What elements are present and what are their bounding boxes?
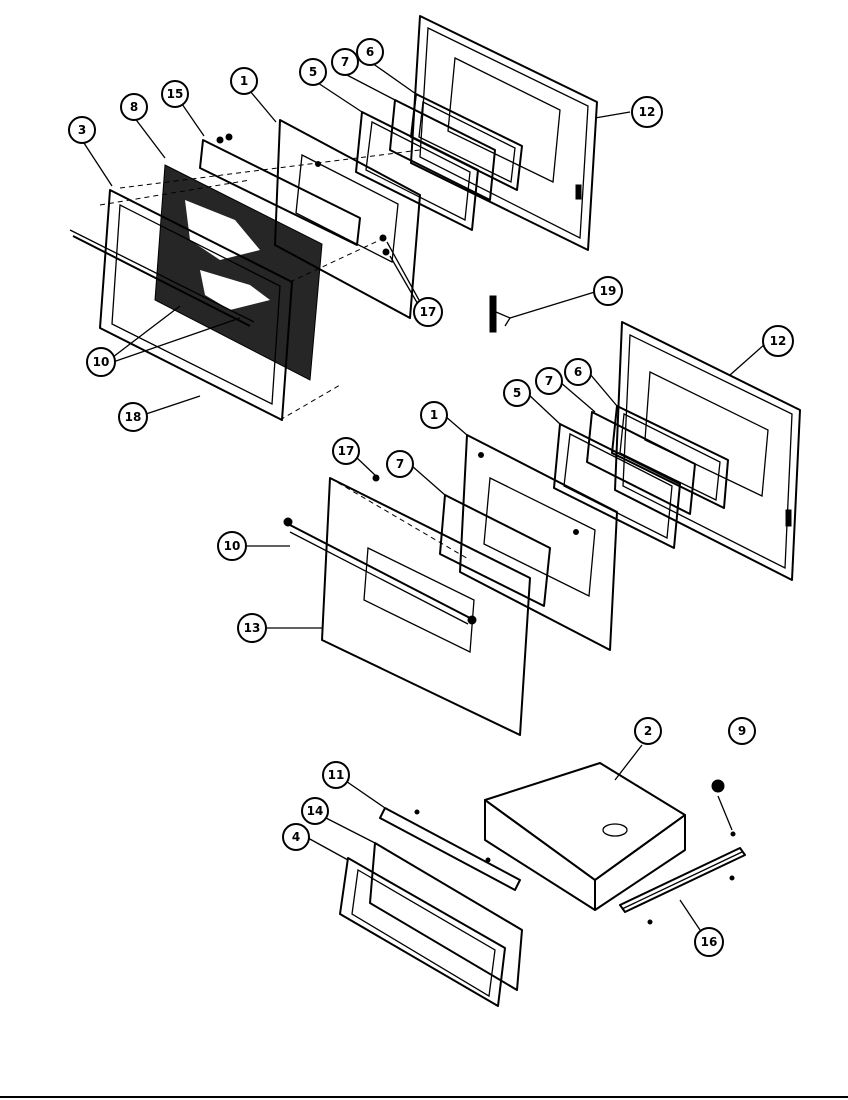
callout-3: 3 <box>68 116 96 144</box>
lower-window-frame-rear <box>586 411 696 515</box>
callout-10-upper: 10 <box>86 347 116 377</box>
lower-screws <box>372 474 380 482</box>
svg-text:16: 16 <box>701 935 718 949</box>
drawer-hardware <box>711 779 736 881</box>
callout-7-lower-front: 7 <box>386 450 414 478</box>
svg-text:13: 13 <box>244 621 261 635</box>
upper-door-frame <box>69 189 293 421</box>
lower-door-liner <box>614 321 801 581</box>
callout-4: 4 <box>282 823 310 851</box>
svg-text:4: 4 <box>292 830 300 844</box>
callout-13: 13 <box>237 613 267 643</box>
svg-text:1: 1 <box>240 74 248 88</box>
svg-text:3: 3 <box>78 123 86 137</box>
svg-text:1: 1 <box>430 408 438 422</box>
callout-9: 9 <box>728 717 756 745</box>
upper-screws <box>379 234 390 256</box>
callout-5-lower: 5 <box>503 379 531 407</box>
callout-6-lower: 6 <box>564 358 592 386</box>
lower-outer-door-panel <box>283 477 531 736</box>
drawer-body <box>484 762 686 911</box>
svg-text:14: 14 <box>307 804 324 818</box>
drawer-front-trim <box>339 857 506 1007</box>
upper-alignment-lines <box>99 149 421 421</box>
svg-text:12: 12 <box>639 105 656 119</box>
svg-text:19: 19 <box>600 284 617 298</box>
upper-door-gasket <box>410 93 523 191</box>
upper-door-insulation <box>154 164 323 381</box>
svg-text:12: 12 <box>770 334 787 348</box>
callout-2: 2 <box>634 717 662 745</box>
svg-text:5: 5 <box>513 386 521 400</box>
callout-7-upper: 7 <box>331 48 359 76</box>
svg-text:9: 9 <box>738 724 746 738</box>
callout-14: 14 <box>301 797 329 825</box>
upper-door-glass <box>199 133 361 246</box>
svg-text:10: 10 <box>224 539 241 553</box>
lower-inner-panel <box>459 434 618 651</box>
callout-11: 11 <box>322 761 350 789</box>
lower-inner-glass <box>553 423 681 549</box>
callout-1-lower: 1 <box>420 401 448 429</box>
bottom-rule <box>0 1096 848 1098</box>
svg-text:6: 6 <box>574 365 582 379</box>
callout-15: 15 <box>161 80 189 108</box>
door-hinge <box>489 295 511 333</box>
upper-window-frame <box>389 99 496 201</box>
callout-18: 18 <box>118 402 148 432</box>
callout-19: 19 <box>593 276 623 306</box>
svg-text:5: 5 <box>309 65 317 79</box>
callout-7-lower-rear: 7 <box>535 367 563 395</box>
callout-1-upper: 1 <box>230 67 258 95</box>
drawer-front-panel <box>369 842 523 991</box>
svg-text:17: 17 <box>338 444 355 458</box>
svg-text:17: 17 <box>420 305 437 319</box>
callout-5-upper: 5 <box>299 58 327 86</box>
leader-lines <box>81 62 766 931</box>
svg-text:18: 18 <box>125 410 142 424</box>
svg-text:8: 8 <box>130 100 138 114</box>
svg-text:7: 7 <box>396 457 404 471</box>
svg-text:6: 6 <box>366 45 374 59</box>
callout-12-upper: 12 <box>631 96 663 128</box>
callout-6-upper: 6 <box>356 38 384 66</box>
callout-17-lower: 17 <box>332 437 360 465</box>
svg-text:7: 7 <box>341 55 349 69</box>
callout-12-lower: 12 <box>762 325 794 357</box>
svg-text:2: 2 <box>644 724 652 738</box>
callout-10-lower: 10 <box>217 531 247 561</box>
svg-text:15: 15 <box>167 87 184 101</box>
svg-text:11: 11 <box>328 768 345 782</box>
callout-17-upper: 17 <box>413 297 443 327</box>
lower-door-gasket <box>611 405 729 509</box>
upper-door-liner <box>410 15 598 251</box>
drawer-support-rail <box>379 807 521 891</box>
upper-inner-glass <box>355 111 479 231</box>
callout-16: 16 <box>694 927 724 957</box>
callout-8-upper: 8 <box>120 93 148 121</box>
svg-text:10: 10 <box>93 355 110 369</box>
drawer-slide <box>619 847 746 925</box>
svg-text:7: 7 <box>545 374 553 388</box>
